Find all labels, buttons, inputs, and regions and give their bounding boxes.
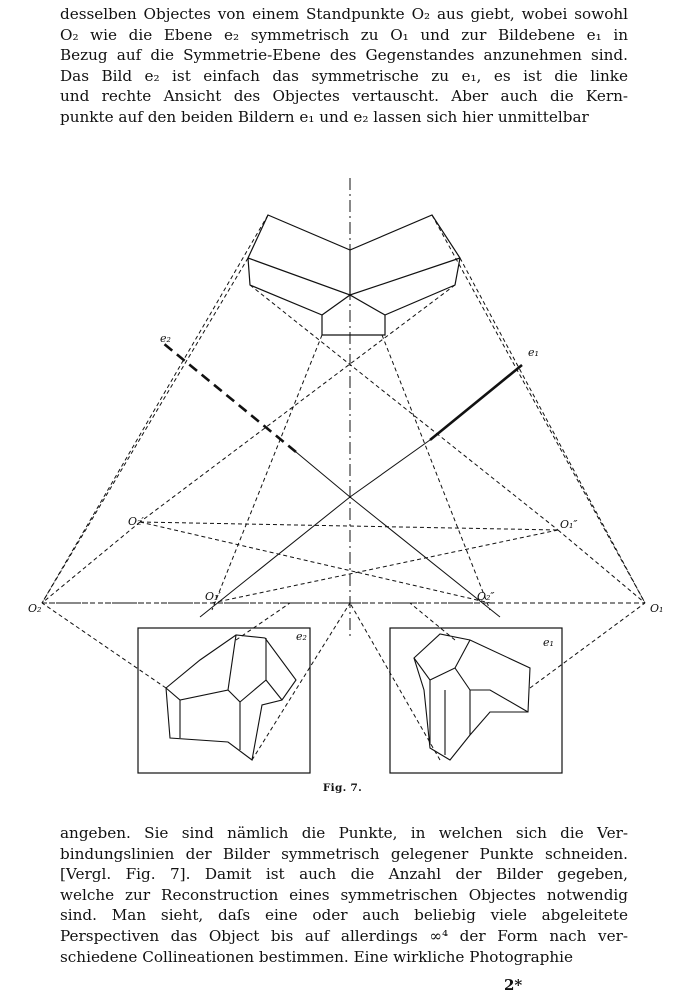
paragraph-top: desselben Objectes von einem Standpunkte…	[60, 4, 628, 128]
figure-7-diagram: e₂ e₁ O₂′ O₁″ O₁′ O₂″ O₂ O₁ e₂ e₁	[28, 178, 663, 774]
label-e2-line: e₂	[160, 332, 171, 345]
label-O1-prime: O₁′	[205, 590, 221, 603]
image-box-e2	[137, 627, 311, 774]
text-line: angeben. Sie sind nämlich die Punkte, in…	[60, 824, 628, 842]
text-line: bindungslinien der Bilder symmetrisch ge…	[60, 844, 628, 863]
solid-line-e1-lower	[199, 496, 351, 618]
solid-line-e2-lower	[349, 496, 501, 618]
top-object	[247, 214, 461, 336]
text-line: [Vergl. Fig. 7]. Damit ist auch die Anza…	[60, 865, 628, 884]
label-O2-prime: O₂′	[128, 515, 144, 528]
paragraph-bottom: angeben. Sie sind nämlich die Punkte, in…	[60, 823, 628, 967]
text-line: Perspectiven das Object bis auf allerdin…	[60, 926, 628, 945]
image-box-e1	[389, 627, 563, 774]
text-line: punkte auf den beiden Bildern e₁ und e₂ …	[60, 107, 589, 126]
figure-caption: Fig. 7.	[322, 782, 363, 794]
label-O2-double-prime: O₂″	[477, 590, 495, 603]
label-O1: O₁	[650, 602, 663, 615]
label-e1-line: e₁	[528, 346, 539, 359]
text-line: welche zur Reconstruction eines symmetri…	[60, 885, 628, 904]
text-line: Das Bild e₂ ist einfach das symmetrische…	[60, 66, 628, 85]
text-line: desselben Objectes von einem Standpunkte…	[60, 5, 628, 23]
page-number: 2*	[504, 976, 523, 994]
plane-e1-line	[349, 439, 431, 498]
label-box-e2: e₂	[296, 630, 307, 643]
text-line: sind. Man sieht, daſs eine oder auch bel…	[60, 906, 628, 925]
right-crystal	[413, 633, 531, 761]
text-line: schiedene Collineationen bestimmen. Eine…	[60, 947, 574, 966]
label-O2: O₂	[28, 602, 41, 615]
text-line: Bezug auf die Symmetrie-Ebene des Gegens…	[60, 46, 628, 65]
left-crystal	[165, 634, 297, 761]
label-box-e1: e₁	[543, 636, 554, 649]
label-O1-double-prime: O₁″	[560, 518, 578, 531]
plane-e2-line	[295, 451, 351, 498]
text-line: und rechte Ansicht des Objectes vertausc…	[60, 87, 628, 106]
text-line: O₂ wie die Ebene e₂ symmetrisch zu O₁ un…	[60, 25, 628, 44]
